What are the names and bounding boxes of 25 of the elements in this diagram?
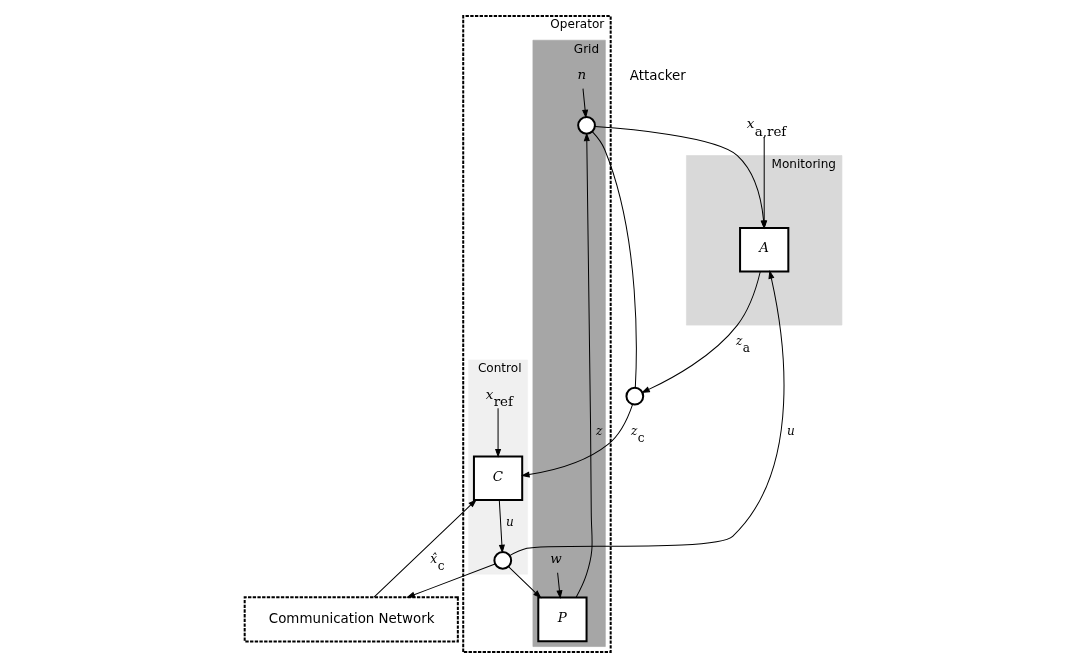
arrow bbox=[498, 499, 505, 554]
arrow bbox=[507, 566, 542, 599]
node-circle bbox=[625, 386, 645, 406]
node-box: P bbox=[537, 596, 588, 643]
arrow bbox=[575, 132, 593, 598]
arrow bbox=[520, 403, 634, 478]
node-text: w bbox=[550, 551, 562, 567]
arrow bbox=[641, 271, 761, 393]
node-box: Communication Network bbox=[243, 596, 459, 643]
label: Attacker bbox=[629, 67, 686, 83]
arrow bbox=[582, 88, 589, 119]
arrow bbox=[406, 563, 496, 598]
node-box: C bbox=[472, 455, 524, 502]
node-circle bbox=[493, 551, 513, 570]
arrow bbox=[495, 407, 502, 458]
arrow bbox=[556, 572, 563, 600]
node-circle bbox=[577, 115, 596, 135]
arrow bbox=[373, 499, 477, 598]
node-text: n bbox=[577, 67, 587, 83]
edge-label: z bbox=[595, 423, 603, 438]
node-box: A bbox=[739, 226, 790, 273]
arrow bbox=[509, 270, 785, 557]
edge-label: u bbox=[506, 515, 514, 530]
edge-label: u bbox=[786, 423, 795, 438]
connector bbox=[591, 131, 637, 389]
